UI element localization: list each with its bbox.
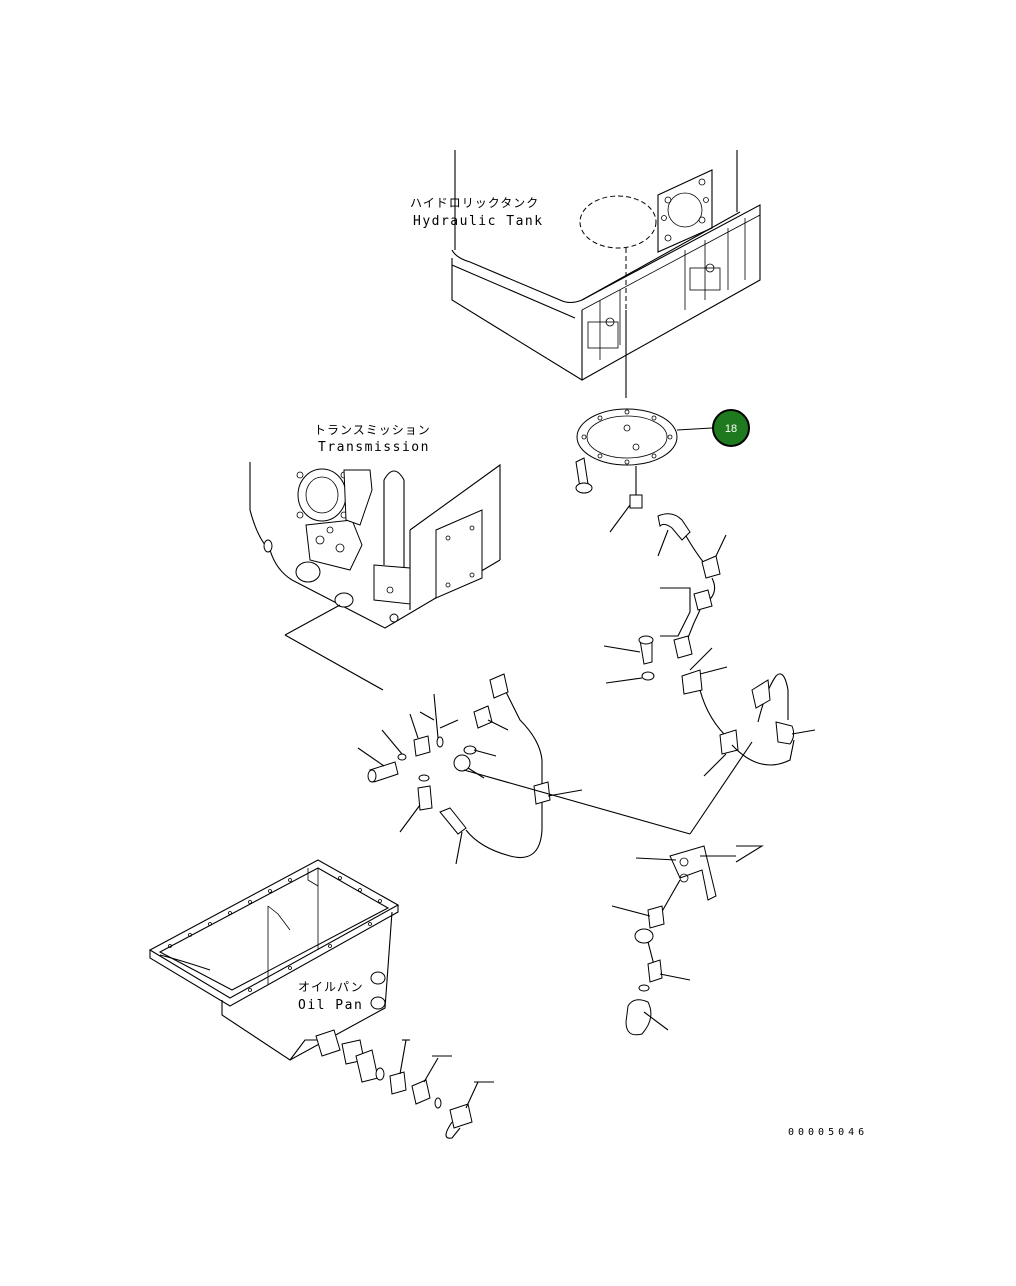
transmission-label-jp: トランスミッション bbox=[314, 423, 431, 437]
drawing-code: 00005046 bbox=[788, 1127, 868, 1138]
middle-fittings bbox=[357, 673, 691, 865]
hydraulic-tank-label: Hydraulic Tank bbox=[413, 214, 544, 229]
pipe-route-lower bbox=[611, 741, 764, 1036]
transmission: トランスミッション Transmission bbox=[249, 423, 501, 691]
hydraulic-tank: ハイドロリックタンク Hydraulic Tank bbox=[410, 150, 761, 398]
oil-pan-label-jp: オイルパン bbox=[298, 980, 364, 994]
oil-pan-fittings bbox=[315, 1029, 494, 1139]
bolt bbox=[575, 457, 593, 494]
hydraulic-tank-label-jp: ハイドロリックタンク bbox=[410, 196, 539, 210]
oil-pan: オイルパン Oil Pan bbox=[148, 859, 400, 1061]
callout-18-number: 18 bbox=[725, 423, 737, 435]
tank-cover-flange bbox=[576, 408, 678, 466]
oil-pan-label: Oil Pan bbox=[298, 998, 363, 1013]
transmission-label: Transmission bbox=[318, 440, 430, 455]
callout-18[interactable]: 18 bbox=[712, 409, 750, 447]
pipe-route-upper bbox=[603, 466, 816, 777]
